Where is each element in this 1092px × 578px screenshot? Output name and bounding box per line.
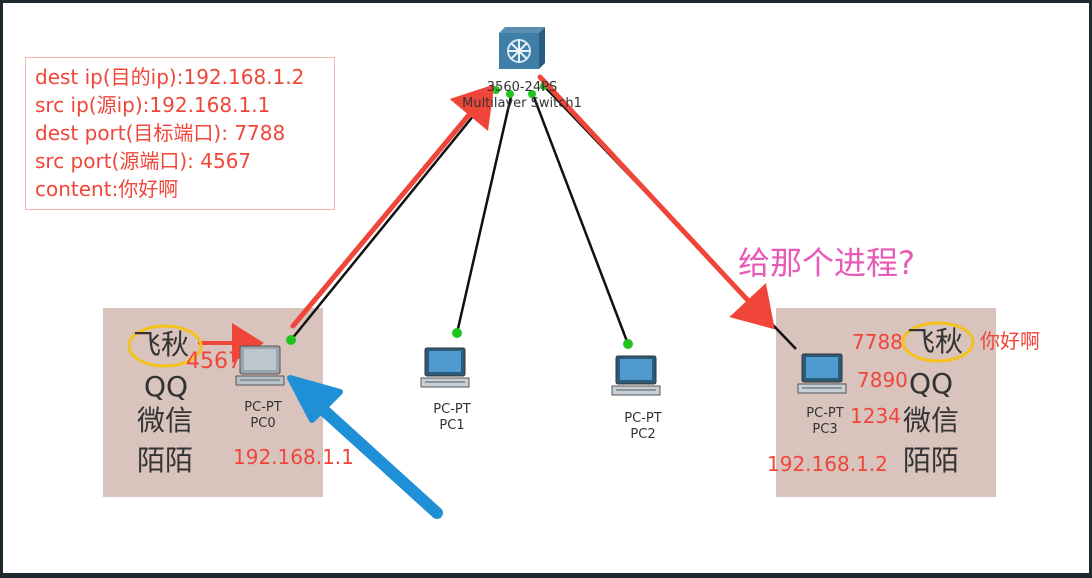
switch-label: 3560-24PS Multilayer Switch1 <box>447 80 597 111</box>
dest-ip-line: dest ip(目的ip):192.168.1.2 <box>35 65 305 89</box>
link-status-dots <box>286 82 633 349</box>
pc3-message: 你好啊 <box>980 329 1040 353</box>
link-dot-pc1 <box>452 328 462 338</box>
packet-info-box: dest ip(目的ip):192.168.1.2 src ip(源ip):19… <box>25 57 335 210</box>
pc0-app-feiqiu: 飞秋 <box>133 328 190 361</box>
pc0-app-momo: 陌陌 <box>137 444 194 477</box>
cable-pc1-switch <box>455 91 514 334</box>
pc0-src-port: 4567 <box>186 349 242 374</box>
pc0-name: PC0 <box>250 415 276 431</box>
arrow-pc0-to-switch <box>290 84 495 329</box>
pc1-type: PC-PT <box>433 402 471 417</box>
pc3-name: PC3 <box>812 421 838 437</box>
pc3-port-1234: 1234 <box>850 404 901 428</box>
link-dot-pc0 <box>286 335 296 345</box>
blue-pointer-arrow <box>287 375 443 519</box>
pc3-app-feiqiu: 飞秋 <box>907 325 964 358</box>
pc1-name: PC1 <box>439 417 465 433</box>
src-port-line: src port(源端口): 4567 <box>35 149 252 173</box>
link-dot-pc2 <box>623 339 633 349</box>
pc3-ip: 192.168.1.2 <box>767 452 888 476</box>
pc3-icon <box>797 353 847 394</box>
pc3-host-box <box>776 308 996 497</box>
packet-path-arrows <box>198 74 775 363</box>
pc3-label: PC-PT PC3 <box>790 406 860 437</box>
pc0-app-wechat: 微信 <box>137 404 194 437</box>
pc2-icon <box>611 355 661 396</box>
link-dot-sw-b <box>506 90 514 98</box>
pc0-label: PC-PT PC0 <box>228 400 298 431</box>
pc2-name: PC2 <box>630 426 656 442</box>
src-ip-line: src ip(源ip):192.168.1.1 <box>35 93 271 117</box>
content-line: content:你好啊 <box>35 177 179 201</box>
cable-pc2-switch <box>530 91 630 345</box>
arrow-switch-to-pc3 <box>537 74 775 330</box>
pc2-type: PC-PT <box>624 411 662 426</box>
highlight-feiqiu-left <box>127 324 203 368</box>
link-dot-sw-c <box>528 90 536 98</box>
pc3-port-7890: 7890 <box>857 368 908 392</box>
pc3-type: PC-PT <box>806 406 844 421</box>
switch-name: Multilayer Switch1 <box>462 95 582 111</box>
cable-links <box>290 85 797 350</box>
pc0-icon <box>235 345 285 386</box>
multilayer-switch-icon <box>499 27 545 69</box>
pc1-label: PC-PT PC1 <box>417 402 487 433</box>
process-question: 给那个进程? <box>738 244 915 282</box>
pc3-app-qq: QQ <box>909 367 954 400</box>
highlight-feiqiu-right <box>901 321 975 363</box>
switch-model: 3560-24PS <box>486 80 558 95</box>
pc2-label: PC-PT PC2 <box>608 411 678 442</box>
pc1-icon <box>420 347 470 388</box>
pc3-port-7788: 7788 <box>852 330 903 354</box>
pc3-app-wechat: 微信 <box>903 404 960 437</box>
pc0-ip: 192.168.1.1 <box>233 445 354 469</box>
pc0-type: PC-PT <box>244 400 282 415</box>
dest-port-line: dest port(目标端口): 7788 <box>35 121 286 145</box>
pc0-app-qq: QQ <box>144 370 189 403</box>
pc3-app-momo: 陌陌 <box>903 444 960 477</box>
